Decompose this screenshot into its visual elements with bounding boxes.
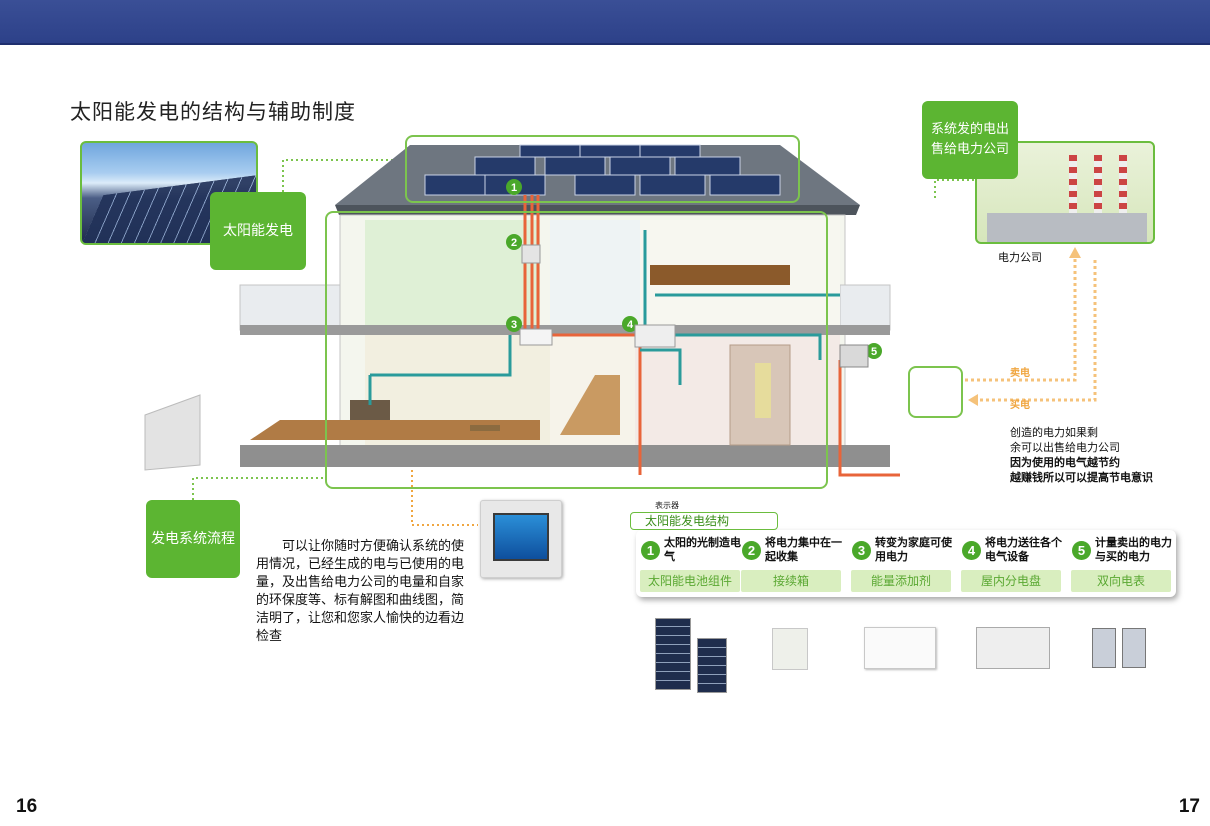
page-number-left: 16 [16,796,38,817]
step-tag: 双向电表 [1071,570,1171,592]
step-text: 太阳的光制造电气 [664,536,741,563]
step-tag: 能量添加剂 [851,570,951,592]
step-number: 2 [742,541,761,560]
svg-text:4: 4 [627,319,634,331]
sell-to-company-label: 系统发的电出售给电力公司 [922,101,1018,179]
structure-step: 2 将电力集中在一起收集 接续箱 [741,536,847,592]
structure-header: 太阳能发电结构 [630,512,778,530]
surplus-note-line: 余可以出售给电力公司 [1010,441,1120,454]
house-illustration: 1 2 3 4 5 [144,144,900,477]
junction-box-product [772,628,808,670]
surplus-note-line: 越赚钱所以可以提高节电意识 [1010,471,1153,484]
surplus-note: 创造的电力如果剩 余可以出售给电力公司 因为使用的电气越节约 越赚钱所以可以提高… [1010,425,1153,485]
structure-step: 5 计量卖出的电力与买的电力 双向电表 [1071,536,1177,592]
step-text: 计量卖出的电力与买的电力 [1095,536,1172,563]
house-frame [325,211,828,489]
svg-text:2: 2 [511,237,517,249]
solar-generation-label: 太阳能发电 [210,192,306,270]
page-number-right: 17 [1178,796,1200,817]
sell-electricity-label: 卖电 [1010,368,1030,379]
header-band [0,0,1210,45]
bidirectional-meter-product [1092,628,1148,670]
distribution-panel-product [976,627,1050,669]
structure-step: 3 转变为家庭可使用电力 能量添加剂 [851,536,957,592]
step-text: 将电力集中在一起收集 [765,536,842,563]
display-monitor-photo [480,500,562,578]
power-conditioner-product [864,627,936,669]
step-tag: 接续箱 [741,570,841,592]
svg-text:3: 3 [511,319,517,331]
step-tag: 屋内分电盘 [961,570,1061,592]
structure-step: 4 将电力送往各个电气设备 屋内分电盘 [961,536,1067,592]
step-tag: 太阳能电池组件 [640,570,740,592]
svg-text:5: 5 [871,346,877,358]
step-number: 4 [962,541,981,560]
page-title: 太阳能发电的结构与辅助制度 [70,100,356,124]
step-text: 将电力送往各个电气设备 [985,536,1062,563]
step-number: 3 [852,541,871,560]
flow-label: 发电系统流程 [146,500,240,578]
surplus-note-line: 创造的电力如果剩 [1010,426,1098,439]
power-company-caption: 电力公司 [998,251,1042,264]
step-number: 1 [641,541,660,560]
structure-step: 1 太阳的光制造电气 太阳能电池组件 [640,536,746,592]
roof-panel-frame [405,135,800,203]
svg-text:1: 1 [511,182,517,194]
display-caption: 表示器 [655,501,679,510]
monitor-description: 可以让你随时方便确认系统的使用情况，已经生成的电与已使用的电量，及出售给电力公司… [256,539,465,644]
step-text: 转变为家庭可使用电力 [875,536,952,563]
buy-electricity-label: 买电 [1010,400,1030,411]
step-number: 5 [1072,541,1091,560]
surplus-note-line: 因为使用的电气越节约 [1010,456,1120,469]
meter-frame [908,366,963,418]
